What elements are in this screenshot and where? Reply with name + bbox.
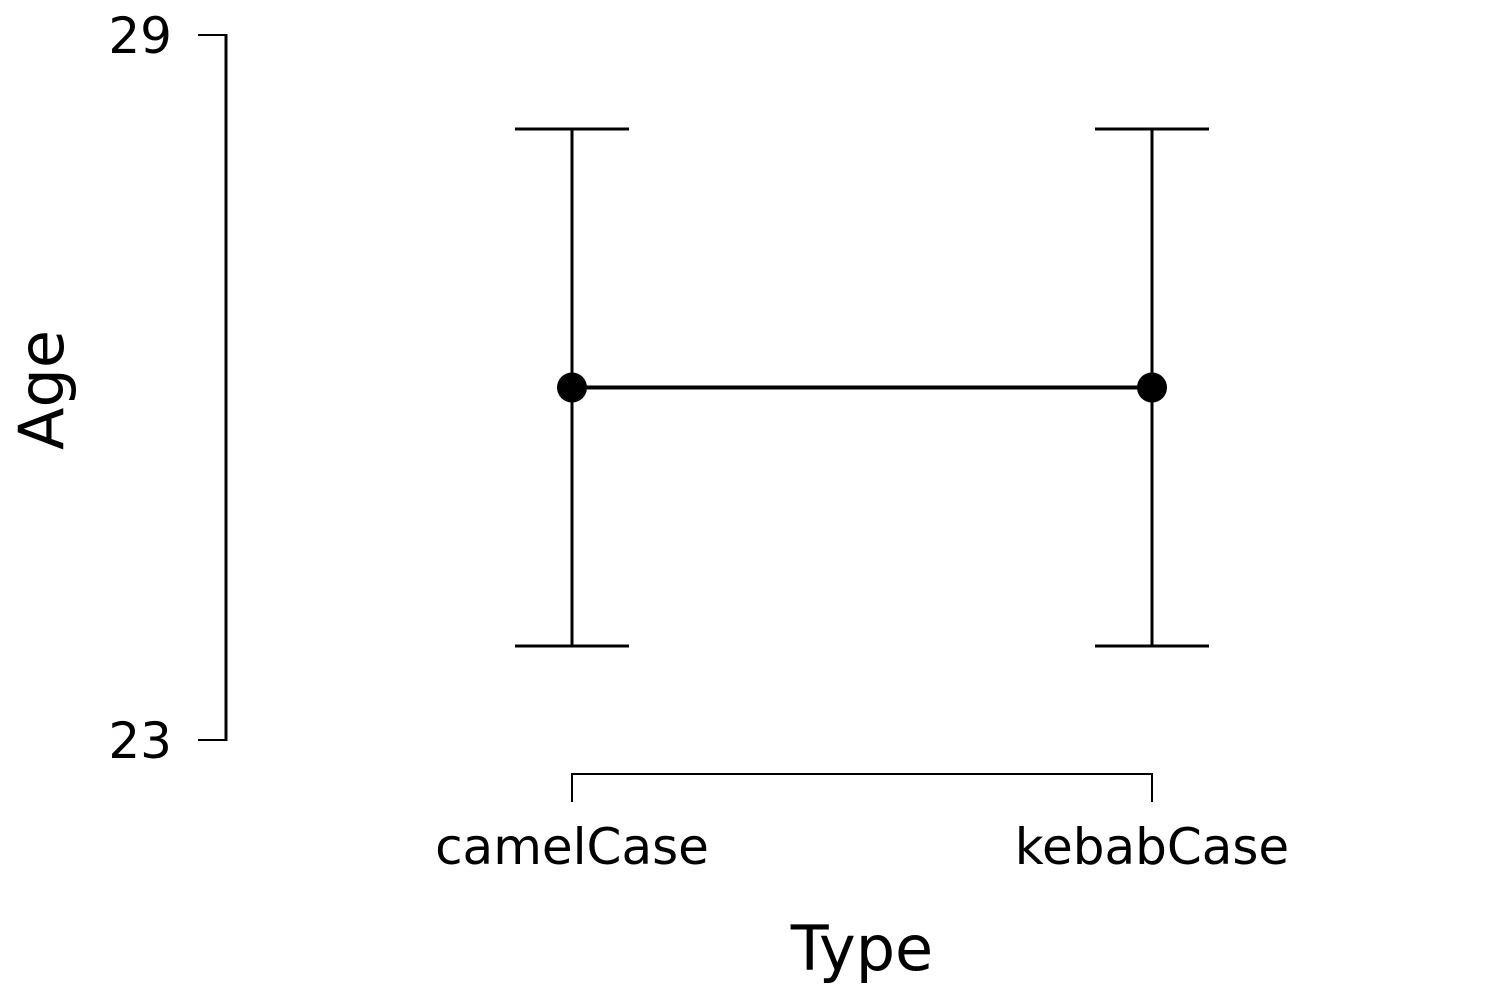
y-axis-title: Age [5, 330, 78, 450]
plot-area [515, 127, 1209, 648]
x-tick-label: kebabCase [1015, 818, 1289, 876]
y-axis: 23 29 [108, 7, 228, 770]
y-tick-label: 29 [108, 7, 172, 65]
data-point [557, 372, 587, 403]
y-tick-label: 23 [108, 712, 172, 770]
y-ticks: 23 29 [108, 7, 228, 770]
x-tick-label: camelCase [435, 818, 709, 876]
x-ticks: camelCase kebabCase [435, 773, 1289, 876]
x-axis-title: Type [790, 912, 933, 985]
x-axis: camelCase kebabCase [435, 773, 1289, 876]
data-point [1137, 372, 1167, 403]
